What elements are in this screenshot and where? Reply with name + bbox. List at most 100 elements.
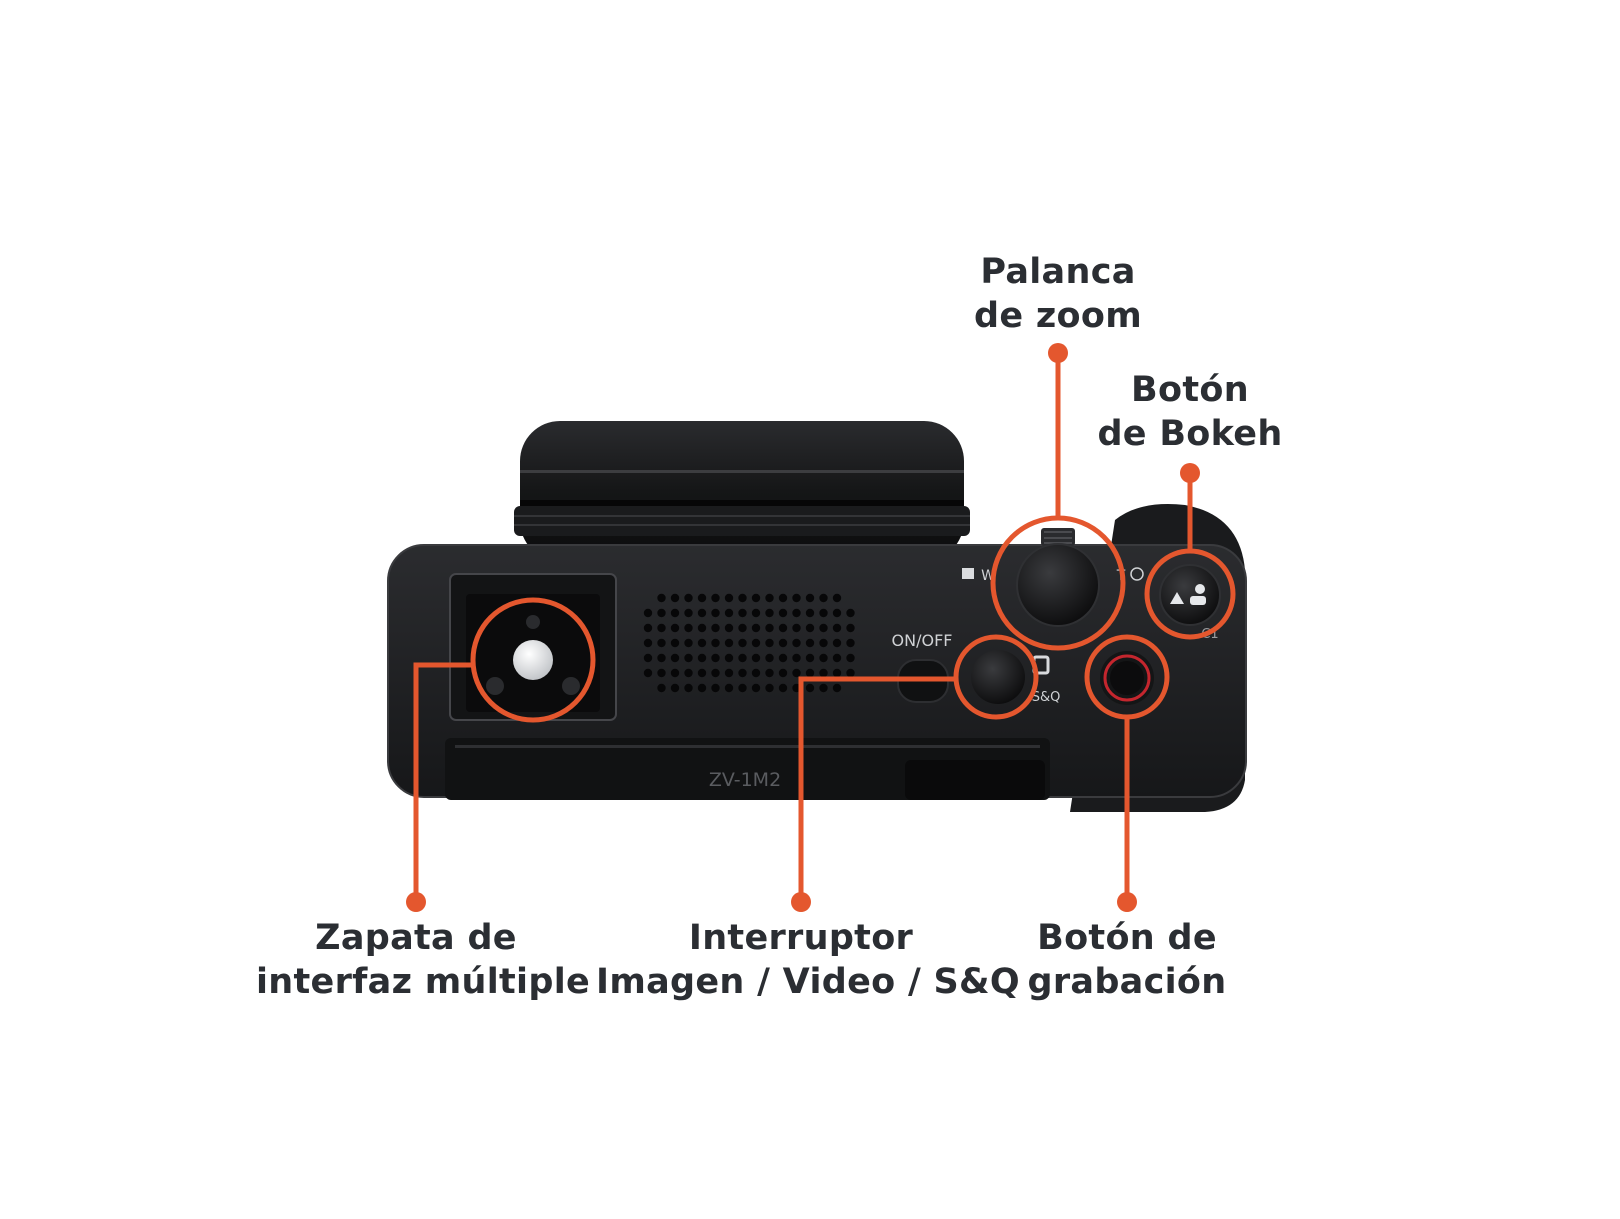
speaker-hole bbox=[778, 683, 788, 693]
multi-interface-shoe-label: Zapata de interfaz múltiple bbox=[256, 918, 591, 1002]
speaker-hole bbox=[670, 668, 680, 678]
zoom-lever-label: Palanca de zoom bbox=[973, 252, 1142, 336]
speaker-hole bbox=[778, 638, 788, 648]
callout-lines bbox=[413, 355, 1236, 902]
speaker-hole bbox=[711, 638, 720, 648]
speaker-grille bbox=[643, 593, 855, 693]
speaker-hole bbox=[846, 638, 855, 648]
mode-button[interactable]: S&Q bbox=[971, 650, 1060, 705]
record-callout-dot bbox=[1117, 892, 1137, 912]
lens-barrel bbox=[514, 421, 970, 561]
speaker-hole bbox=[684, 653, 693, 663]
speaker-hole bbox=[846, 653, 855, 663]
speaker-hole bbox=[697, 683, 707, 693]
speaker-hole bbox=[832, 653, 842, 663]
speaker-hole bbox=[643, 623, 653, 633]
speaker-hole bbox=[657, 653, 666, 663]
speaker-hole bbox=[724, 608, 734, 618]
speaker-hole bbox=[805, 623, 815, 633]
speaker-hole bbox=[670, 683, 680, 693]
mode-sq-label: S&Q bbox=[1032, 690, 1061, 705]
speaker-hole bbox=[697, 668, 707, 678]
speaker-hole bbox=[819, 683, 828, 693]
speaker-hole bbox=[670, 608, 680, 618]
speaker-hole bbox=[738, 593, 747, 603]
speaker-hole bbox=[805, 608, 815, 618]
speaker-hole bbox=[738, 608, 747, 618]
speaker-hole bbox=[738, 668, 747, 678]
speaker-hole bbox=[819, 623, 828, 633]
speaker-hole bbox=[805, 683, 815, 693]
speaker-hole bbox=[819, 608, 828, 618]
bokeh-icon bbox=[1170, 584, 1206, 605]
speaker-hole bbox=[805, 638, 815, 648]
speaker-hole bbox=[765, 593, 774, 603]
speaker-hole bbox=[832, 638, 842, 648]
speaker-hole bbox=[792, 668, 801, 678]
speaker-hole bbox=[792, 608, 801, 618]
speaker-hole bbox=[670, 653, 680, 663]
speaker-hole bbox=[711, 593, 720, 603]
speaker-hole bbox=[684, 623, 693, 633]
speaker-hole bbox=[670, 593, 680, 603]
speaker-hole bbox=[765, 638, 774, 648]
speaker-hole bbox=[657, 668, 666, 678]
speaker-hole bbox=[832, 623, 842, 633]
speaker-hole bbox=[846, 623, 855, 633]
speaker-hole bbox=[751, 668, 761, 678]
speaker-hole bbox=[751, 608, 761, 618]
shoe-callout-dot bbox=[406, 892, 426, 912]
speaker-hole bbox=[657, 623, 666, 633]
speaker-hole bbox=[724, 653, 734, 663]
speaker-hole bbox=[751, 593, 761, 603]
power-label: ON/OFF bbox=[892, 631, 953, 650]
speaker-hole bbox=[643, 608, 653, 618]
speaker-hole bbox=[778, 608, 788, 618]
speaker-hole bbox=[657, 683, 666, 693]
speaker-hole bbox=[805, 593, 815, 603]
zoom-callout-dot bbox=[1048, 343, 1068, 363]
speaker-hole bbox=[724, 638, 734, 648]
speaker-hole bbox=[684, 668, 693, 678]
speaker-hole bbox=[670, 623, 680, 633]
speaker-hole bbox=[711, 683, 720, 693]
flip-screen-edge: ZV-1M2 bbox=[445, 738, 1050, 800]
record-button-label: Botón de grabación bbox=[1027, 918, 1227, 1002]
mode-switch-label: Interruptor Imagen / Video / S&Q bbox=[596, 918, 1020, 1002]
speaker-hole bbox=[819, 638, 828, 648]
speaker-hole bbox=[670, 638, 680, 648]
speaker-hole bbox=[738, 653, 747, 663]
speaker-hole bbox=[792, 593, 801, 603]
speaker-hole bbox=[711, 668, 720, 678]
speaker-hole bbox=[724, 593, 734, 603]
bokeh-button-label: Botón de Bokeh bbox=[1097, 370, 1283, 454]
speaker-hole bbox=[697, 653, 707, 663]
speaker-hole bbox=[765, 608, 774, 618]
speaker-hole bbox=[792, 638, 801, 648]
speaker-hole bbox=[819, 593, 828, 603]
speaker-hole bbox=[684, 593, 693, 603]
speaker-hole bbox=[765, 683, 774, 693]
speaker-hole bbox=[724, 623, 734, 633]
speaker-hole bbox=[778, 668, 788, 678]
speaker-hole bbox=[684, 608, 693, 618]
zoom-wide-icon bbox=[962, 568, 974, 579]
speaker-hole bbox=[765, 668, 774, 678]
speaker-hole bbox=[778, 593, 788, 603]
model-name: ZV-1M2 bbox=[709, 769, 781, 791]
speaker-hole bbox=[684, 638, 693, 648]
speaker-hole bbox=[832, 683, 842, 693]
bokeh-callout-dot bbox=[1180, 463, 1200, 483]
speaker-hole bbox=[805, 653, 815, 663]
speaker-hole bbox=[819, 668, 828, 678]
speaker-hole bbox=[643, 653, 653, 663]
mode-leader-line bbox=[798, 676, 956, 902]
record-button[interactable] bbox=[1100, 651, 1154, 705]
speaker-hole bbox=[778, 623, 788, 633]
speaker-hole bbox=[846, 668, 855, 678]
speaker-hole bbox=[697, 608, 707, 618]
callout-dots bbox=[406, 343, 1200, 912]
speaker-hole bbox=[724, 668, 734, 678]
speaker-hole bbox=[819, 653, 828, 663]
